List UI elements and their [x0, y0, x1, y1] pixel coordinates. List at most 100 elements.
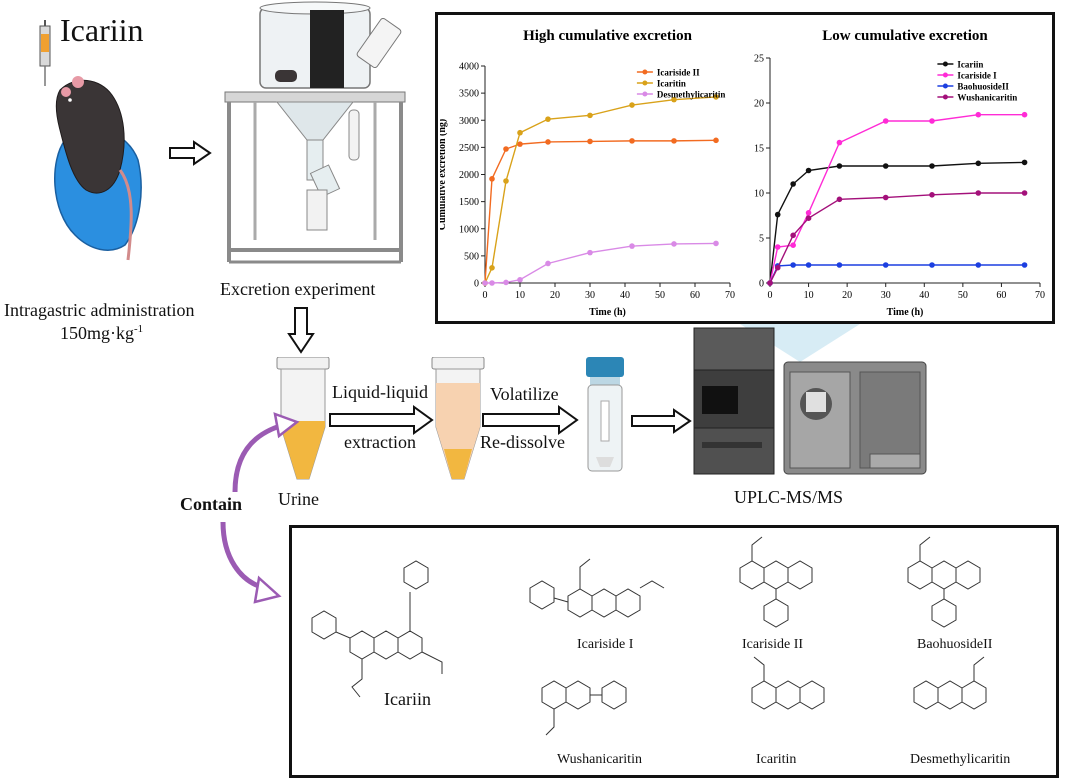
- x-tick-label: 40: [919, 290, 929, 301]
- data-point: [629, 102, 635, 108]
- drug-name: Icariin: [60, 12, 144, 48]
- legend-swatch-marker: [642, 91, 648, 97]
- data-point: [713, 240, 719, 247]
- data-point: [545, 260, 551, 267]
- y-tick-label: 20: [754, 99, 764, 110]
- wushanicaritin-structure-icon: [541, 680, 627, 736]
- compound-label-icariside-ii: Icariside II: [742, 637, 804, 652]
- metabolic-cage-illustration: [224, 1, 406, 264]
- icariin-structure-icon: [311, 560, 443, 698]
- data-point: [517, 141, 523, 147]
- legend-label: Icaritin: [657, 79, 686, 89]
- x-tick-label: 60: [690, 290, 700, 301]
- data-point: [517, 129, 523, 136]
- charts-panel: [435, 12, 1055, 324]
- arrow-right-icon: [482, 405, 579, 435]
- excretion-experiment-label: Excretion experiment: [220, 279, 376, 299]
- compound-label-icaritin: Icaritin: [756, 752, 797, 767]
- urine-tube-icon: [276, 357, 330, 480]
- icaritin-structure-icon: [751, 656, 825, 710]
- data-point: [587, 112, 593, 119]
- data-point: [975, 111, 982, 118]
- data-point: [1021, 190, 1028, 196]
- data-point: [713, 137, 719, 144]
- series-line: [769, 192, 1025, 284]
- data-point: [482, 280, 488, 286]
- x-tick-label: 70: [725, 290, 735, 301]
- compound-structures: [311, 536, 987, 736]
- data-point: [805, 215, 812, 221]
- legend-label: Icariin: [957, 60, 983, 70]
- x-axis-label: Time (h): [887, 307, 924, 318]
- x-tick-label: 10: [804, 290, 814, 301]
- y-tick-label: 1500: [459, 197, 479, 208]
- icariside-i-structure-icon: [529, 558, 665, 618]
- y-tick-label: 10: [754, 189, 764, 200]
- volatilize-label: Volatilize: [490, 384, 559, 404]
- y-tick-label: 500: [464, 251, 479, 262]
- data-point: [517, 276, 523, 283]
- x-tick-label: 70: [1035, 290, 1045, 301]
- data-point: [929, 262, 935, 268]
- urine-label: Urine: [278, 489, 319, 509]
- x-tick-label: 10: [515, 290, 525, 301]
- x-tick-label: 0: [768, 290, 773, 301]
- data-point: [767, 280, 773, 286]
- y-tick-label: 3500: [459, 89, 479, 100]
- data-point: [805, 167, 812, 174]
- arrow-down-icon: [287, 307, 315, 354]
- data-point: [713, 94, 719, 100]
- data-point: [489, 265, 495, 271]
- y-tick-label: 0: [759, 279, 764, 290]
- data-point: [790, 181, 796, 187]
- legend-swatch-marker: [942, 83, 948, 89]
- contain-arrows: [220, 412, 300, 604]
- legend-label: Icariside II: [657, 68, 700, 78]
- data-point: [774, 264, 781, 271]
- data-point: [1021, 111, 1028, 118]
- legend-swatch-marker: [942, 94, 948, 100]
- data-point: [975, 160, 982, 167]
- y-tick-label: 3000: [459, 116, 479, 127]
- legend-swatch-marker: [942, 61, 948, 67]
- mouse-icon: [55, 79, 125, 194]
- data-point: [790, 232, 796, 239]
- data-point: [671, 241, 677, 247]
- uplc-instrument-illustration: [693, 327, 775, 475]
- data-point: [545, 139, 551, 145]
- data-point: [836, 196, 843, 203]
- x-tick-label: 20: [842, 290, 852, 301]
- x-tick-label: 40: [620, 290, 630, 301]
- baohuoside-ii-structure-icon: [907, 536, 981, 628]
- data-point: [587, 249, 593, 256]
- x-tick-label: 30: [881, 290, 891, 301]
- data-point: [587, 138, 593, 145]
- data-point: [929, 163, 935, 169]
- data-point: [774, 211, 781, 218]
- mouse-gavage-illustration: [39, 20, 142, 261]
- x-axis-label: Time (h): [589, 307, 626, 318]
- data-point: [545, 116, 551, 122]
- series-line: [769, 113, 1025, 284]
- x-tick-label: 30: [585, 290, 595, 301]
- chart-title: Low cumulative excretion: [822, 28, 988, 44]
- arrow-right-icon: [169, 140, 212, 166]
- syringe-icon: [39, 20, 51, 86]
- admin-line-2: 150mg·kg-1: [60, 323, 143, 344]
- data-point: [805, 262, 812, 268]
- compound-label-icariside-i: Icariside I: [577, 637, 634, 652]
- data-point: [629, 243, 635, 249]
- legend-label: Desmethylicaritin: [657, 90, 725, 100]
- data-point: [929, 192, 935, 198]
- data-point: [929, 118, 935, 124]
- chart-title: High cumulative excretion: [523, 28, 693, 44]
- data-point: [489, 176, 495, 182]
- series-line: [484, 139, 717, 284]
- data-point: [836, 262, 843, 268]
- legend-label: Icariside I: [957, 71, 997, 81]
- y-tick-label: 2000: [459, 170, 479, 181]
- contain-label: Contain: [180, 494, 243, 514]
- y-tick-label: 4000: [459, 62, 479, 73]
